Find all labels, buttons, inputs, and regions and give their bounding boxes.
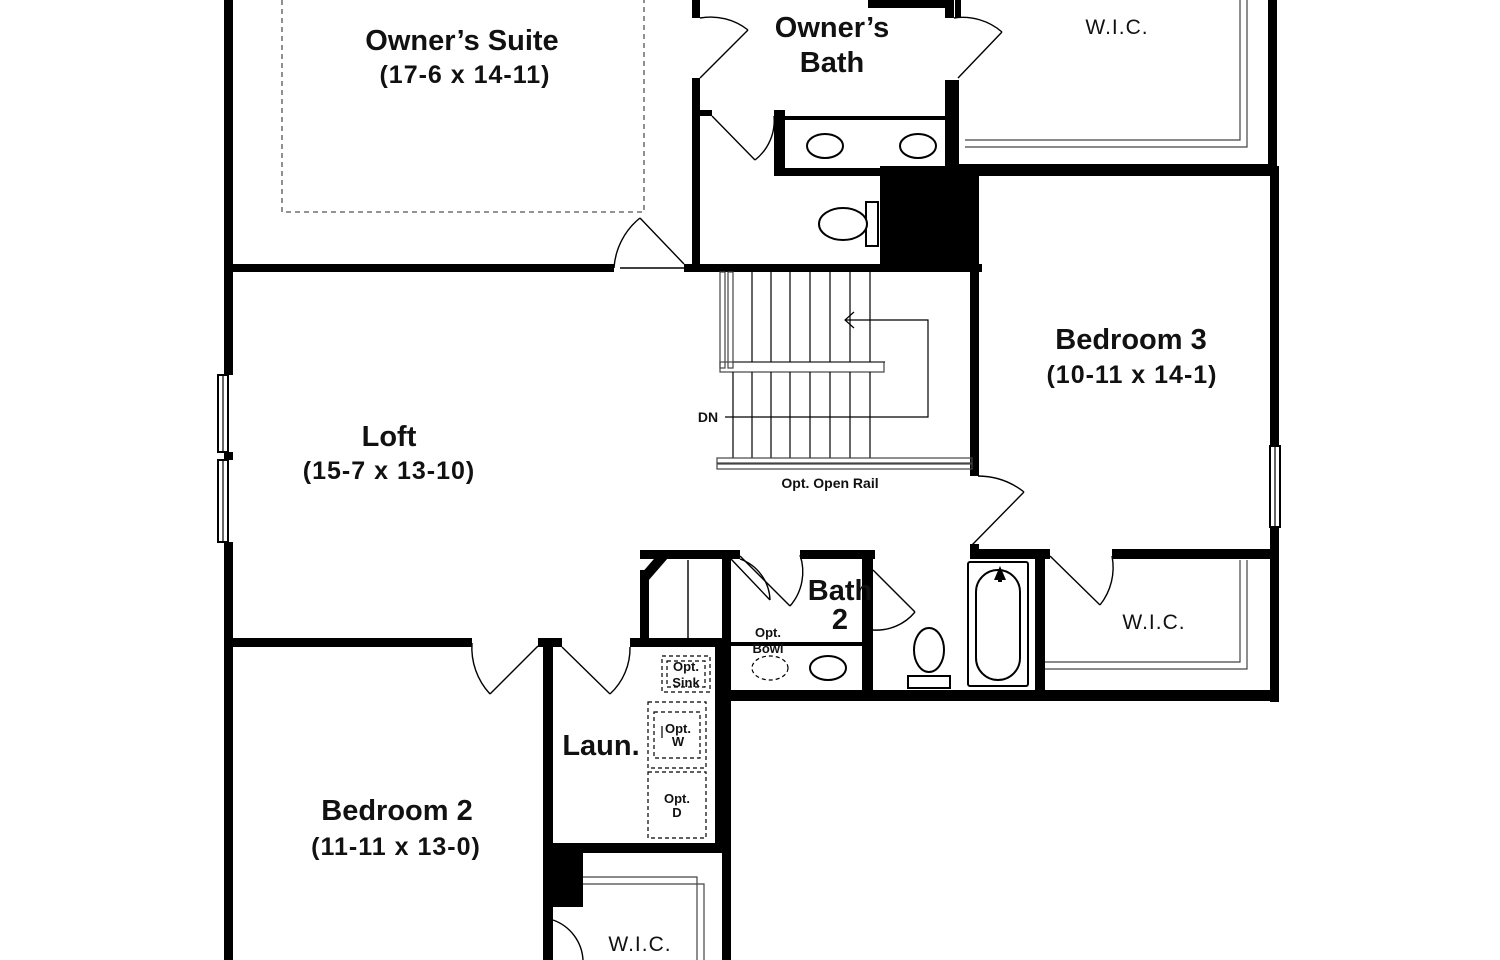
option-labels: Opt. Bowl Opt. Sink Opt. W Opt. D	[664, 625, 784, 820]
dashed-outlines	[281, 0, 1248, 960]
owners-bath-name-line1: Owner’s	[775, 12, 889, 44]
stair-direction-label: DN	[698, 409, 718, 425]
staircase	[716, 271, 973, 470]
opt-bowl-line1: Opt.	[755, 625, 781, 640]
bedroom2-dims: (11-11 x 13-0)	[311, 833, 481, 861]
owners-bath-name-line2: Bath	[800, 47, 864, 79]
bedroom3-wic-name: W.I.C.	[1122, 611, 1185, 634]
opt-bowl-line2: Bowl	[752, 641, 783, 656]
doors	[471, 16, 1114, 960]
bath2-name-line1: Bath	[808, 575, 872, 607]
loft-name: Loft	[362, 421, 417, 453]
owners-suite-dims: (17-6 x 14-11)	[379, 61, 550, 89]
open-rail-label: Opt. Open Rail	[781, 475, 878, 491]
windows	[217, 374, 1281, 543]
opt-sink-line1: Opt.	[673, 659, 699, 674]
fixtures	[647, 133, 1029, 839]
opt-dryer-line2: D	[672, 805, 681, 820]
bedroom3-dims: (10-11 x 14-1)	[1046, 361, 1217, 389]
opt-washer-line2: W	[672, 734, 685, 749]
opt-sink-line2: Sink	[672, 675, 700, 690]
opt-washer-line1: Opt.	[665, 721, 691, 736]
bedroom2-name: Bedroom 2	[321, 795, 472, 827]
owners-suite-name: Owner’s Suite	[365, 25, 558, 57]
loft-dims: (15-7 x 13-10)	[303, 457, 475, 485]
laundry-name: Laun.	[562, 730, 639, 762]
walls	[224, 0, 1279, 960]
room-labels: Owner’s Suite (17-6 x 14-11) Owner’s Bat…	[303, 12, 1217, 956]
owner-wic-name: W.I.C.	[1085, 16, 1148, 39]
opt-dryer-line1: Opt.	[664, 791, 690, 806]
bedroom2-wic-name: W.I.C.	[608, 933, 671, 956]
bath2-name-line2: 2	[832, 604, 848, 636]
stair-labels: DN Opt. Open Rail	[698, 409, 879, 491]
bedroom3-name: Bedroom 3	[1055, 324, 1206, 356]
